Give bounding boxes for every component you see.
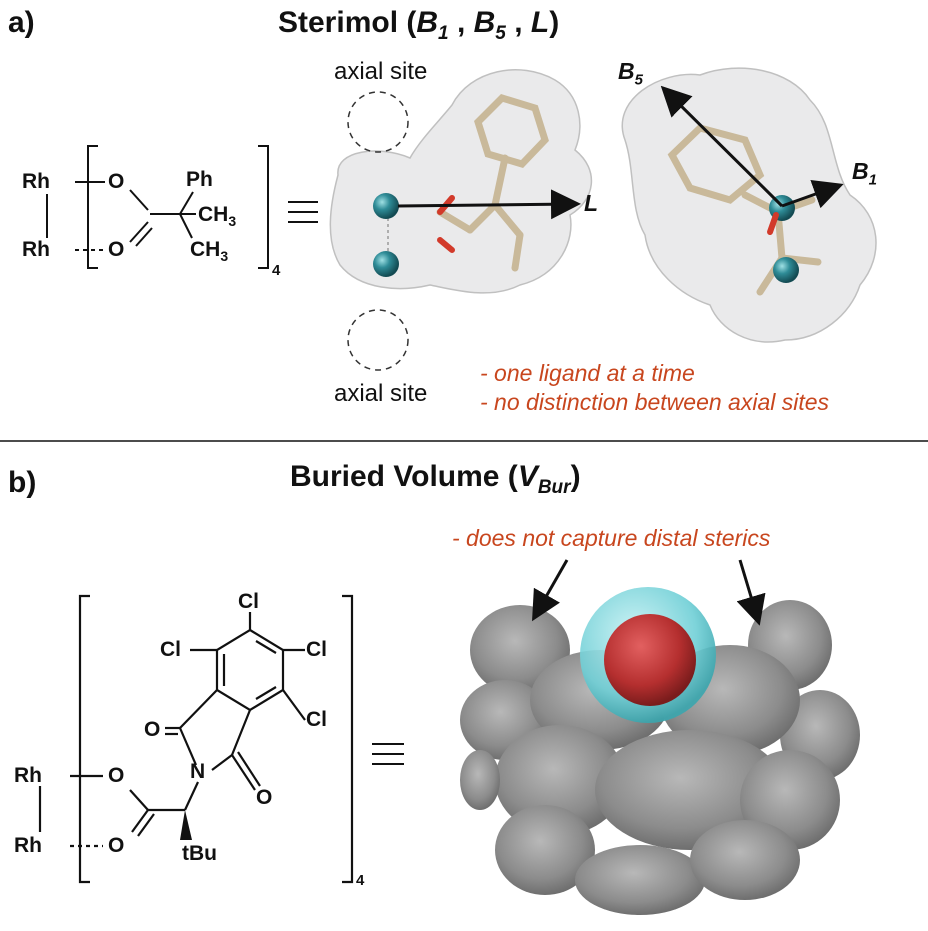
title-a-b5: B: [473, 6, 496, 39]
o-top-label-b: O: [108, 764, 125, 787]
title-a-b1-sub: 1: [438, 23, 449, 44]
ch3-a-sub: 3: [228, 213, 237, 230]
ch3-b-label: CH3: [190, 238, 228, 264]
arrow-left-distal: [532, 559, 569, 622]
vector-b5-arrow: [660, 85, 784, 208]
vector-b5-text: B: [618, 58, 635, 84]
imide-o-top-label: O: [144, 718, 161, 741]
panel-b-structure-bonds: [38, 594, 354, 884]
title-a-suffix: ): [549, 6, 560, 39]
axial-site-bottom-label: axial site: [334, 380, 428, 407]
multiplier-a: 4: [272, 262, 281, 279]
panel-b-label: b): [8, 466, 37, 499]
arrow-right-distal: [736, 559, 766, 626]
title-a-b1: B: [416, 6, 439, 39]
o-bottom-label: O: [108, 238, 125, 261]
panel-a-label: a): [8, 6, 35, 39]
note-a-2: - no distinction between axial sites: [480, 389, 830, 415]
equiv-sign-a: [288, 201, 318, 223]
title-a-b5-sub: 5: [495, 23, 506, 44]
rh-atom-bottom: [373, 251, 399, 277]
rh-bottom-label: Rh: [22, 238, 50, 261]
cl-left-label: Cl: [160, 638, 181, 661]
vector-b1-arrow: [781, 179, 844, 209]
vector-b1-sub: 1: [868, 171, 877, 189]
title-a-sep2: ,: [505, 6, 531, 39]
ch3-b-text: CH: [190, 238, 221, 261]
ligand-sticks-left: [436, 94, 549, 272]
rh-atom-right-bottom: [773, 257, 799, 283]
ph-label: Ph: [186, 168, 213, 191]
imide-o-bottom-label: O: [256, 786, 273, 809]
axial-site-top-label: axial site: [334, 58, 428, 85]
rh-bottom-label-b: Rh: [14, 834, 42, 857]
surface-right: [621, 67, 877, 343]
equiv-sign-b: [372, 743, 404, 765]
o-top-label: O: [108, 170, 125, 193]
ch3-b-sub: 3: [220, 248, 229, 265]
rh-atom-top: [373, 193, 399, 219]
vector-b5-sub: 5: [634, 71, 643, 89]
wedge-bond: [180, 810, 192, 840]
axial-site-bottom: [347, 309, 409, 371]
note-a-1: - one ligand at a time: [480, 360, 695, 386]
panel-a-structure-bonds: [46, 145, 269, 269]
vector-b1-text: B: [852, 158, 869, 184]
rh-top-label-b: Rh: [14, 764, 42, 787]
n-label: N: [190, 760, 206, 783]
ch3-a-label: CH3: [198, 203, 236, 229]
buried-volume-sphere-inner: [604, 614, 696, 706]
axial-site-top: [347, 91, 409, 153]
panel-b-title: Buried Volume (VBur): [290, 460, 581, 499]
title-b-prefix: Buried Volume (: [290, 460, 518, 493]
cl-top-label: Cl: [238, 590, 259, 613]
surface-left: [329, 69, 592, 294]
vector-b1-label: B1: [852, 158, 877, 189]
vector-b5-label: B5: [618, 58, 643, 89]
title-b-suffix: ): [570, 460, 581, 493]
title-a-prefix: Sterimol (: [278, 6, 417, 39]
cl-lower-right-label: Cl: [306, 708, 327, 731]
rh-top-label: Rh: [22, 170, 50, 193]
multiplier-b: 4: [356, 872, 365, 889]
title-a-l: L: [530, 6, 550, 39]
o-bottom-label-b: O: [108, 834, 125, 857]
title-b-v: V: [517, 460, 538, 493]
vector-l-label: L: [584, 190, 599, 216]
panel-a-title: Sterimol (B1 , B5 , L): [278, 6, 559, 45]
title-b-v-sub: Bur: [537, 477, 571, 498]
cl-right-label: Cl: [306, 638, 327, 661]
tbu-label: tBu: [182, 842, 217, 865]
note-b: - does not capture distal sterics: [452, 525, 771, 551]
ch3-a-text: CH: [198, 203, 229, 226]
title-a-sep1: ,: [448, 6, 474, 39]
vector-l-arrow: [397, 189, 581, 220]
